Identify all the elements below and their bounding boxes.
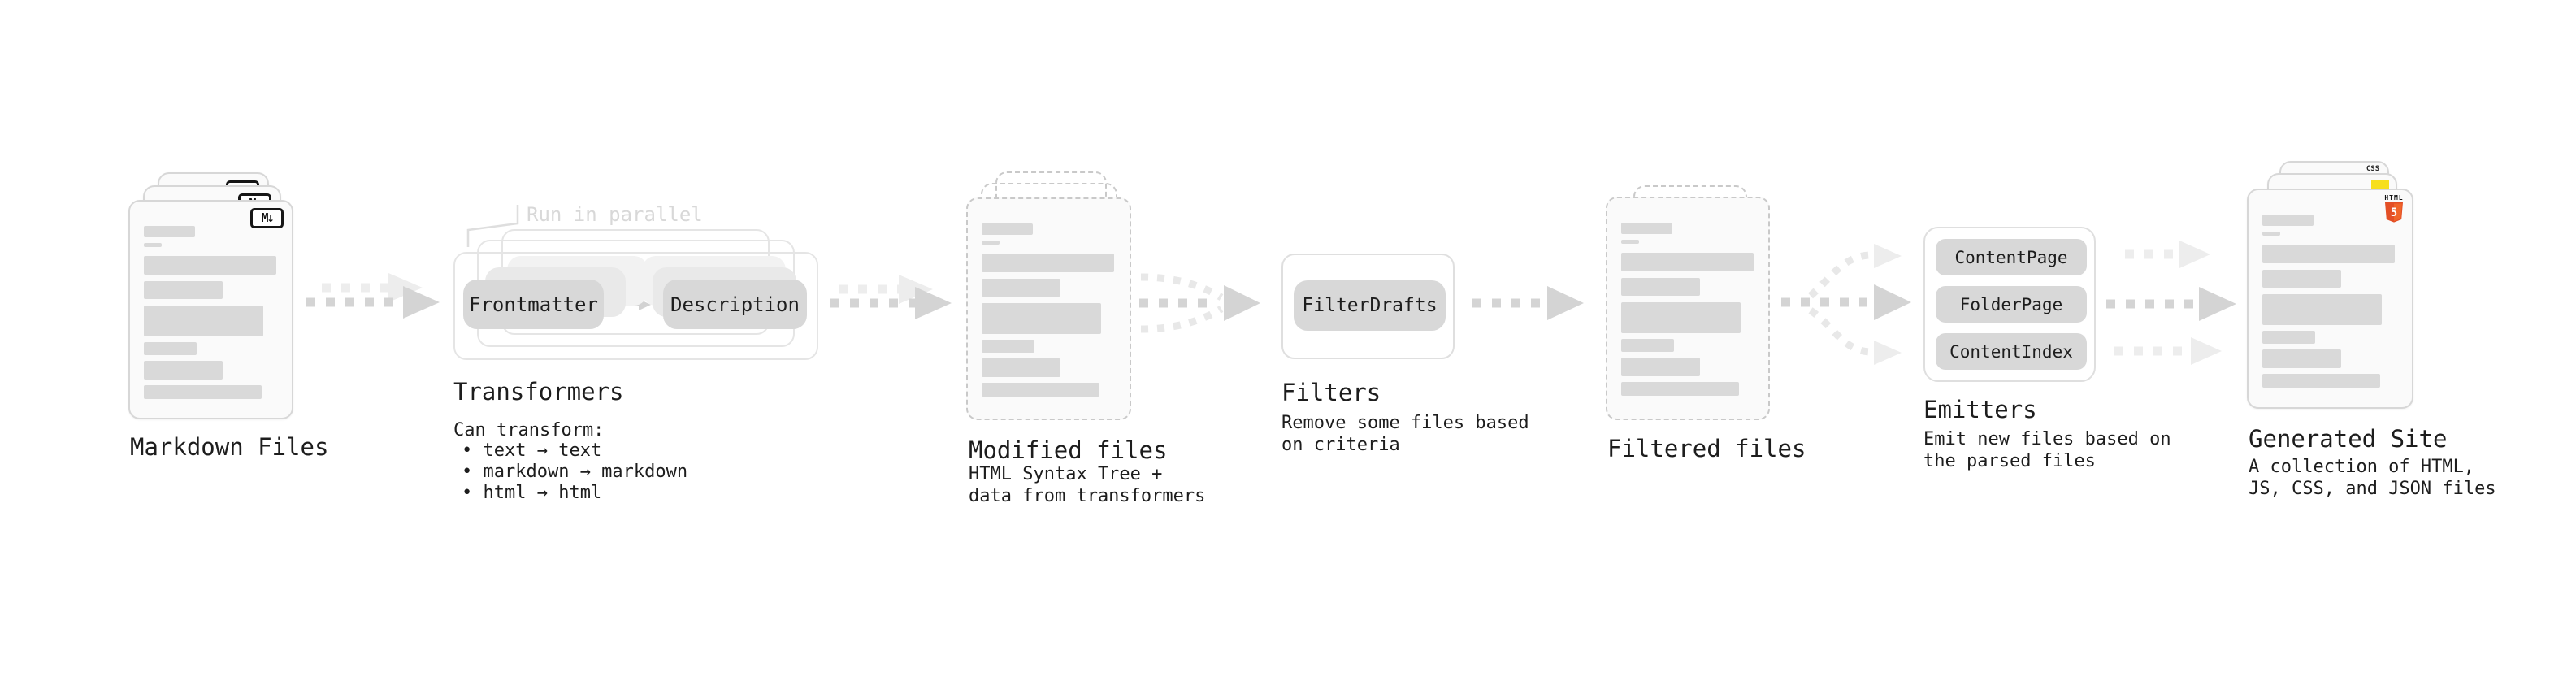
markdown-icon: M↓ [250,208,284,228]
skeleton-bar [2262,270,2341,288]
skeleton-bar [1621,240,1639,244]
skeleton-bar [982,279,1060,297]
arrow-filters-to-filtered [1472,286,1584,320]
transformers-notes-heading: Can transform: [453,420,605,440]
stage-modified-files [966,171,1131,420]
skeleton-bar [144,385,262,399]
skeleton-bar [144,243,162,247]
skeleton-bar [144,306,263,336]
folderpage-pill: FolderPage [1936,286,2087,323]
stage-transformers: Frontmatter Description [453,229,821,361]
file-skeleton-lines [144,226,276,399]
skeleton-bar [982,303,1101,334]
skeleton-bar [144,256,276,275]
skeleton-bar [144,226,195,237]
emitters-title: Emitters [1923,396,2037,423]
skeleton-bar [2262,215,2314,226]
transform-note: • text → text [462,440,602,461]
arrow-filtered-to-emitters [1781,244,1911,365]
skeleton-bar [1621,223,1672,234]
skeleton-bar [982,340,1034,353]
emitters-box: ContentPage FolderPage ContentIndex [1923,227,2096,382]
svg-text:5: 5 [2391,206,2397,219]
skeleton-bar [2262,331,2315,344]
filtered-file-card-front [1606,197,1770,420]
description-pill: Description [663,280,807,329]
filters-box: FilterDrafts [1281,254,1455,359]
stage-generated-site: CSS HTML 5 [2247,161,2413,409]
arrow-modified-to-filters [1139,273,1260,333]
arrow-transformers-to-modified [830,275,952,319]
skeleton-bar [982,254,1114,272]
modified-file-card-front [966,197,1131,420]
transform-note: • markdown → markdown [462,462,688,482]
skeleton-bar [1621,382,1739,396]
skeleton-bar [982,383,1099,397]
arrow-markdown-to-transformers [306,273,440,319]
skeleton-bar [1621,253,1754,271]
html5-badge-label: HTML [2384,194,2404,202]
skeleton-bar [2262,245,2395,263]
modified-files-subtitle: HTML Syntax Tree + data from transformer… [969,464,1206,506]
stage-markdown-files: M↓ M↓ M↓ [128,172,293,419]
skeleton-bar [982,223,1033,235]
skeleton-bar [144,342,197,355]
generated-site-subtitle: A collection of HTML, JS, CSS, and JSON … [2249,457,2496,499]
skeleton-bar [2262,294,2382,325]
stage-filtered-files [1606,185,1770,420]
transformers-notes-list: • text → text • markdown → markdown • ht… [453,440,687,504]
run-in-parallel-annotation: Run in parallel [527,203,703,226]
skeleton-bar [2262,374,2380,388]
modified-files-title: Modified files [969,436,1168,464]
file-skeleton-lines [2262,215,2395,388]
filters-subtitle: Remove some files based on criteria [1281,413,1529,455]
file-skeleton-lines [982,223,1114,397]
markdown-files-title: Markdown Files [130,433,329,461]
skeleton-bar [1621,302,1741,333]
markdown-file-card-front: M↓ [128,200,293,419]
skeleton-bar [2262,232,2280,236]
skeleton-bar [982,358,1060,377]
file-skeleton-lines [1621,223,1754,396]
html5-badge: HTML 5 [2383,194,2405,223]
skeleton-bar [2262,349,2341,368]
filtered-files-title: Filtered files [1607,435,1806,462]
skeleton-bar [144,281,223,299]
contentpage-pill: ContentPage [1936,239,2087,275]
transformer-container-front [453,252,818,360]
generated-html-card: HTML 5 [2247,189,2413,409]
frontmatter-pill: Frontmatter [463,280,604,329]
transform-note: • html → html [462,483,602,503]
arrow-emitters-to-generated [2106,241,2236,365]
skeleton-bar [1621,278,1700,296]
filters-title: Filters [1281,379,1381,406]
generated-site-title: Generated Site [2249,425,2448,453]
skeleton-bar [1621,358,1700,376]
transformers-title: Transformers [453,378,624,406]
emitters-subtitle: Emit new files based on the parsed files [1923,429,2171,471]
contentindex-pill: ContentIndex [1936,333,2087,370]
skeleton-bar [982,241,1000,245]
skeleton-bar [144,361,223,380]
css-badge-label: CSS [2366,165,2380,173]
filterdrafts-pill: FilterDrafts [1294,280,1446,331]
skeleton-bar [1621,339,1674,352]
html5-shield-icon: 5 [2385,202,2403,223]
